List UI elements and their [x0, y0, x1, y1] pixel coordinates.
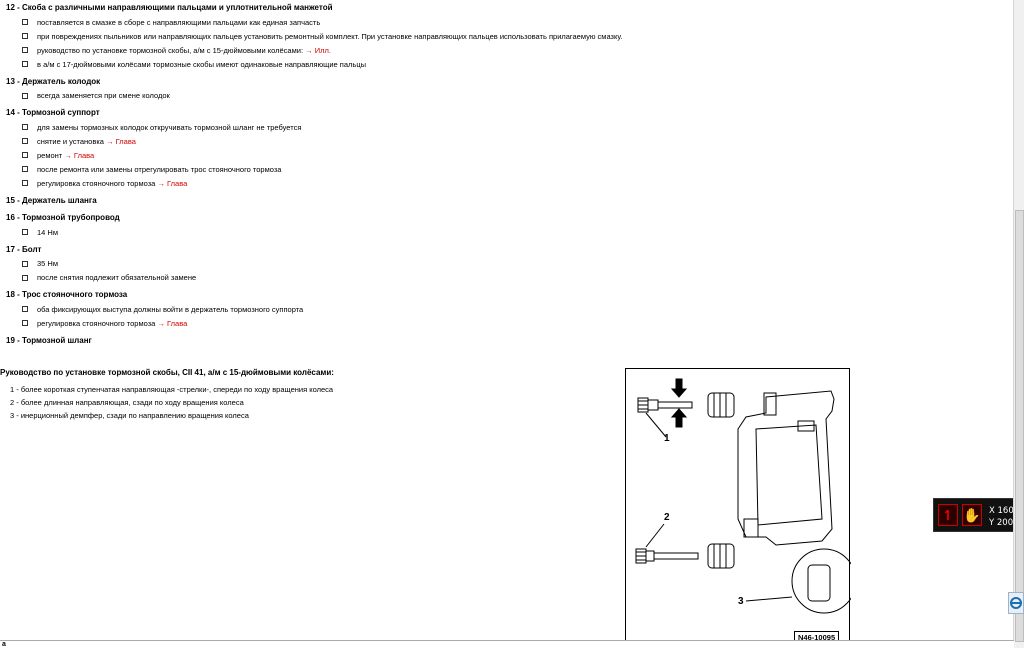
list-item: ремонт → Глава: [22, 151, 94, 160]
section-title: 17 - Болт: [6, 244, 42, 254]
section-title: 12 - Скоба с различными направляющими па…: [6, 3, 333, 12]
list-item: в а/м с 17-дюймовыми колёсами тормозные …: [22, 60, 366, 69]
legend-item-2: 2 - более длинная направляющая, сзади по…: [10, 398, 244, 407]
list-item: 35 Нм: [22, 259, 58, 268]
list-item-text: оба фиксирующих выступа должны войти в д…: [37, 304, 304, 314]
coord-y: Y 2000: [989, 518, 1019, 528]
bullet-box-icon: [22, 61, 28, 67]
cross-reference-link[interactable]: → Глава: [157, 318, 188, 328]
vertical-scrollbar[interactable]: [1013, 0, 1024, 648]
list-item: руководство по установке тормозной скобы…: [22, 46, 331, 55]
list-item-text: после снятия подлежит обязательной замен…: [37, 273, 197, 282]
list-item: оба фиксирующих выступа должны войти в д…: [22, 305, 303, 314]
list-item-text: для замены тормозных колодок откручивать…: [37, 122, 302, 132]
bottom-mark: a: [2, 641, 6, 648]
list-item-text: после ремонта или замены отрегулировать …: [37, 164, 282, 174]
list-item: после ремонта или замены отрегулировать …: [22, 165, 281, 174]
list-item-text: снятие и установка: [37, 136, 104, 146]
caliper-figure: 1 2 3 N46-10095: [625, 368, 851, 648]
bullet-box-icon: [22, 19, 28, 25]
section-title: 18 - Трос стояночного тормоза: [6, 290, 128, 299]
bullet-box-icon: [22, 320, 28, 326]
guide-title: Руководство по установке тормозной скобы…: [0, 368, 334, 377]
list-item-text: ремонт: [37, 150, 63, 160]
list-item-text: регулировка стояночного тормоза: [37, 178, 156, 188]
list-item: регулировка стояночного тормоза → Глава: [22, 179, 187, 188]
list-item: 14 Нм: [22, 228, 58, 237]
hand-icon[interactable]: ✋: [962, 504, 982, 526]
list-item-text: при повреждениях пыльников или направляю…: [37, 31, 623, 41]
bullet-box-icon: [22, 138, 28, 144]
list-item-text: в а/м с 17-дюймовыми колёсами тормозные …: [37, 59, 367, 69]
list-item: всегда заменяется при смене колодок: [22, 91, 170, 100]
bullet-box-icon: [22, 166, 28, 172]
section-title: 14 - Тормозной суппорт: [6, 108, 100, 117]
list-item-text: поставляется в смазке в сборе с направля…: [37, 17, 321, 27]
list-item-text: 35 Нм: [37, 259, 58, 268]
cross-reference-link[interactable]: → Глава: [106, 136, 136, 146]
callout-2: 2: [664, 512, 670, 523]
list-item-text: руководство по установке тормозной скобы…: [37, 45, 304, 55]
legend-item-1: 1 - более короткая ступенчатая направляю…: [10, 385, 334, 394]
bullet-box-icon: [22, 306, 28, 312]
list-item: для замены тормозных колодок откручивать…: [22, 123, 301, 132]
list-item-text: регулировка стояночного тормоза: [37, 318, 156, 328]
list-item: снятие и установка → Глава: [22, 137, 136, 146]
callout-3: 3: [738, 596, 744, 607]
bullet-box-icon: [22, 124, 28, 130]
section-title: 19 - Тормозной шланг: [6, 335, 92, 345]
bullet-box-icon: [22, 92, 28, 99]
legend-item-3: 3 - инерционный демпфер, сзади по направ…: [10, 411, 249, 420]
scrollbar-thumb[interactable]: [1015, 210, 1024, 642]
section-title: 16 - Тормозной трубопровод: [6, 213, 120, 222]
bullet-box-icon: [22, 180, 28, 186]
bullet-box-icon: [22, 260, 28, 267]
list-item: после снятия подлежит обязательной замен…: [22, 273, 196, 282]
list-item-text: 14 Нм: [37, 227, 58, 237]
callout-1: 1: [664, 433, 670, 444]
coordinate-widget[interactable]: ↿ ✋ X 1600 Y 2000: [933, 498, 1024, 532]
cross-reference-link[interactable]: → Глава: [157, 178, 188, 188]
bullet-box-icon: [22, 152, 28, 158]
tool-icon-1[interactable]: ↿: [938, 504, 958, 526]
cross-reference-link[interactable]: → Глава: [64, 150, 95, 160]
bullet-box-icon: [22, 229, 28, 235]
caliper-drawing: [635, 378, 851, 614]
list-item: регулировка стояночного тормоза → Глава: [22, 319, 187, 328]
list-item-text: всегда заменяется при смене колодок: [37, 91, 170, 100]
cross-reference-link[interactable]: → Илл.: [305, 45, 331, 55]
navigation-icon[interactable]: [1008, 592, 1024, 614]
bullet-box-icon: [22, 33, 28, 39]
section-title: 15 - Держатель шланга: [6, 195, 97, 205]
bullet-box-icon: [22, 47, 28, 53]
section-title: 13 - Держатель колодок: [6, 76, 101, 86]
list-item: поставляется в смазке в сборе с направля…: [22, 18, 320, 27]
bottom-bar: a: [0, 640, 1014, 649]
bullet-box-icon: [22, 274, 28, 281]
list-item: при повреждениях пыльников или направляю…: [22, 32, 622, 41]
coord-x: X 1600: [989, 506, 1020, 516]
